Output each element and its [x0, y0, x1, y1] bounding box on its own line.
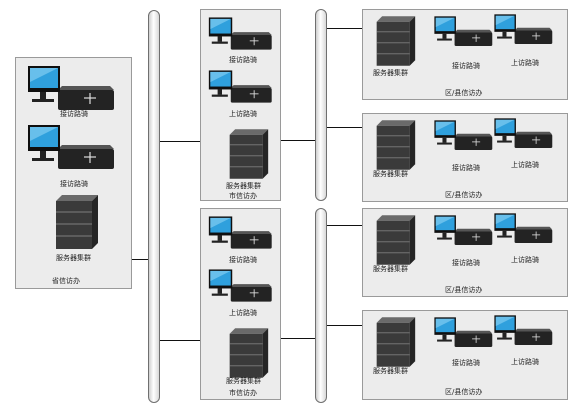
server-rack-icon: [373, 118, 417, 172]
access-switch-label: 接访路骑: [60, 180, 88, 188]
server-rack-icon: [373, 14, 417, 68]
link-city2-bus-right: [272, 338, 320, 339]
link-district4: [327, 325, 374, 326]
access-switch-label: 接访路骑: [229, 256, 257, 264]
provincial-center-label: 省信访办: [52, 277, 80, 285]
desktop-switch-icon: [26, 123, 118, 175]
server-rack-icon: [226, 326, 270, 380]
access-switch-label: 接访路骑: [60, 110, 88, 118]
server-cluster-label: 服务器集群: [56, 254, 91, 262]
link-district1: [327, 28, 374, 29]
city1-bus: [315, 9, 327, 201]
desktop-switch-icon: [205, 268, 277, 306]
district-center-label: 区/县信访办: [445, 388, 483, 396]
desktop-switch-icon: [205, 69, 277, 107]
provincial-center-panel: 接访路骑 接访路骑 服务器集群 省信访办: [15, 57, 132, 289]
server-rack-icon: [52, 193, 100, 251]
desktop-switch-icon: [205, 16, 277, 54]
link-province-bus: [130, 259, 154, 260]
uplink-switch-label: 上访路骑: [511, 161, 539, 169]
access-switch-label: 接访路骑: [452, 164, 480, 172]
desktop-switch-icon: [433, 15, 495, 50]
server-cluster-label: 服务器集群: [373, 69, 408, 77]
uplink-switch-label: 上访路骑: [511, 256, 539, 264]
server-cluster-label: 服务器集群: [373, 367, 408, 375]
district-center-label: 区/县信访办: [445, 286, 483, 294]
district-center-panel-2: 服务器集群 接访路骑 上访路骑 区/县信访办: [362, 113, 568, 202]
desktop-switch-icon: [493, 314, 555, 349]
uplink-switch-label: 上访路骑: [511, 59, 539, 67]
desktop-switch-icon: [493, 117, 555, 152]
link-district2: [327, 127, 374, 128]
server-rack-icon: [226, 127, 270, 181]
desktop-switch-icon: [26, 64, 118, 116]
access-switch-label: 接访路骑: [452, 259, 480, 267]
uplink-switch-label: 上访路骑: [229, 110, 257, 118]
link-city1-bus-left: [160, 141, 227, 142]
server-cluster-label: 服务器集群: [373, 265, 408, 273]
city-center-label: 市信访办: [229, 389, 257, 397]
access-switch-label: 接访路骑: [452, 359, 480, 367]
server-cluster-label: 服务器集群: [226, 182, 261, 190]
desktop-switch-icon: [433, 119, 495, 154]
access-switch-label: 接访路骑: [229, 56, 257, 64]
district-center-panel-4: 服务器集群 接访路骑 上访路骑 区/县信访办: [362, 310, 568, 400]
uplink-switch-label: 上访路骑: [511, 358, 539, 366]
district-center-label: 区/县信访办: [445, 89, 483, 97]
link-city2-bus-left: [160, 340, 227, 341]
access-switch-label: 接访路骑: [452, 62, 480, 70]
district-center-panel-3: 服务器集群 接访路骑 上访路骑 区/县信访办: [362, 208, 568, 297]
desktop-switch-icon: [433, 214, 495, 249]
desktop-switch-icon: [433, 316, 495, 351]
city-center-panel-1: 接访路骑 上访路骑 服务器集群 市信访办: [200, 9, 281, 201]
city2-bus: [315, 208, 327, 403]
city-center-label: 市信访办: [229, 192, 257, 200]
server-cluster-label: 服务器集群: [373, 170, 408, 178]
link-district3: [327, 225, 374, 226]
city-center-panel-2: 接访路骑 上访路骑 服务器集群 市信访办: [200, 208, 281, 400]
desktop-switch-icon: [493, 212, 555, 247]
main-backbone-bus: [148, 10, 160, 403]
uplink-switch-label: 上访路骑: [229, 309, 257, 317]
district-center-panel-1: 服务器集群 接访路骑 上访路骑 区/县信访办: [362, 9, 568, 100]
desktop-switch-icon: [205, 215, 277, 253]
desktop-switch-icon: [493, 13, 555, 48]
district-center-label: 区/县信访办: [445, 191, 483, 199]
link-city1-bus-right: [272, 140, 320, 141]
server-cluster-label: 服务器集群: [226, 377, 261, 385]
server-rack-icon: [373, 213, 417, 267]
server-rack-icon: [373, 315, 417, 369]
